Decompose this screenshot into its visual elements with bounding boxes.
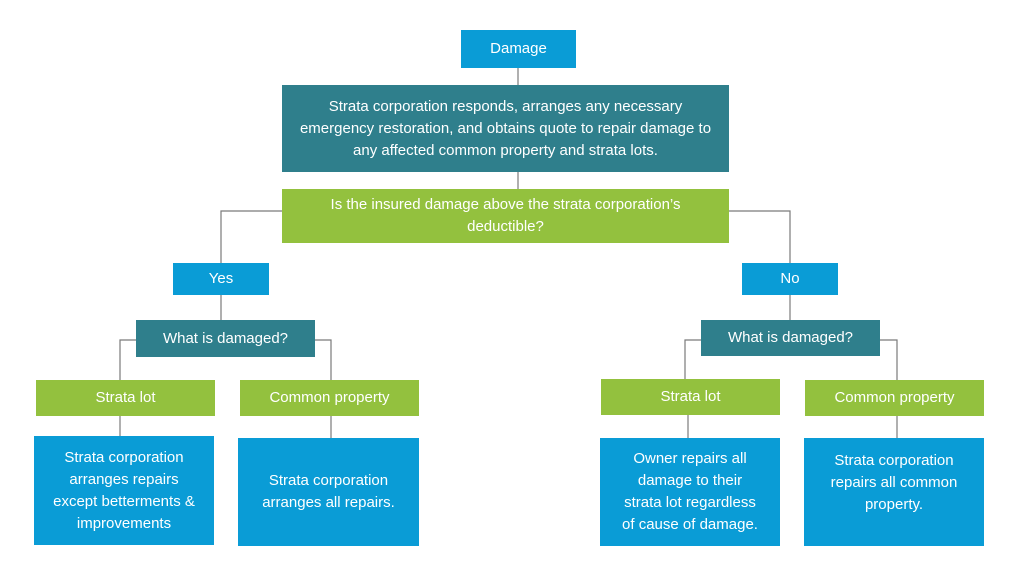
damage-label: Damage	[490, 40, 547, 57]
yes-what-damaged-box: What is damaged?	[136, 320, 315, 357]
no-what-damaged-box: What is damaged?	[701, 320, 880, 356]
strata-responds-text: Strata corporation responds, arranges an…	[299, 97, 712, 159]
deductible-question-text: Is the insured damage above the strata c…	[330, 196, 681, 235]
strata-responds-box: Strata corporation responds, arranges an…	[282, 85, 729, 172]
yes-strata-lot-outcome-text: Strata corporation arranges repairs exce…	[53, 448, 195, 532]
yes-label: Yes	[208, 270, 234, 287]
no-common-property-outcome-text: Strata corporation repairs all common pr…	[830, 452, 958, 513]
no-strata-lot-outcome-text: Owner repairs all damage to their strata…	[622, 450, 758, 533]
no-strata-lot-outcome-box: Owner repairs all damage to their strata…	[600, 438, 780, 546]
no-strata-lot-box: Strata lot	[601, 379, 780, 415]
no-label: No	[780, 270, 800, 287]
yes-common-property-outcome-text: Strata corporation arranges all repairs.	[262, 472, 395, 511]
yes-common-property-outcome-box: Strata corporation arranges all repairs.	[238, 438, 419, 546]
no-box: No	[742, 263, 838, 295]
yes-what-damaged-text: What is damaged?	[162, 329, 289, 347]
no-common-property-outcome-box: Strata corporation repairs all common pr…	[804, 438, 984, 546]
no-common-property-box: Common property	[805, 380, 984, 416]
yes-box: Yes	[173, 263, 269, 295]
damage-box: Damage	[461, 30, 576, 68]
yes-strata-lot-label: Strata lot	[95, 389, 156, 406]
yes-common-property-label: Common property	[269, 389, 390, 406]
yes-common-property-box: Common property	[240, 380, 419, 416]
yes-strata-lot-box: Strata lot	[36, 380, 215, 416]
deductible-question-box: Is the insured damage above the strata c…	[282, 189, 729, 243]
yes-strata-lot-outcome-box: Strata corporation arranges repairs exce…	[34, 436, 214, 545]
no-what-damaged-text: What is damaged?	[727, 329, 854, 346]
no-common-property-label: Common property	[834, 389, 955, 406]
no-strata-lot-label: Strata lot	[660, 388, 721, 405]
